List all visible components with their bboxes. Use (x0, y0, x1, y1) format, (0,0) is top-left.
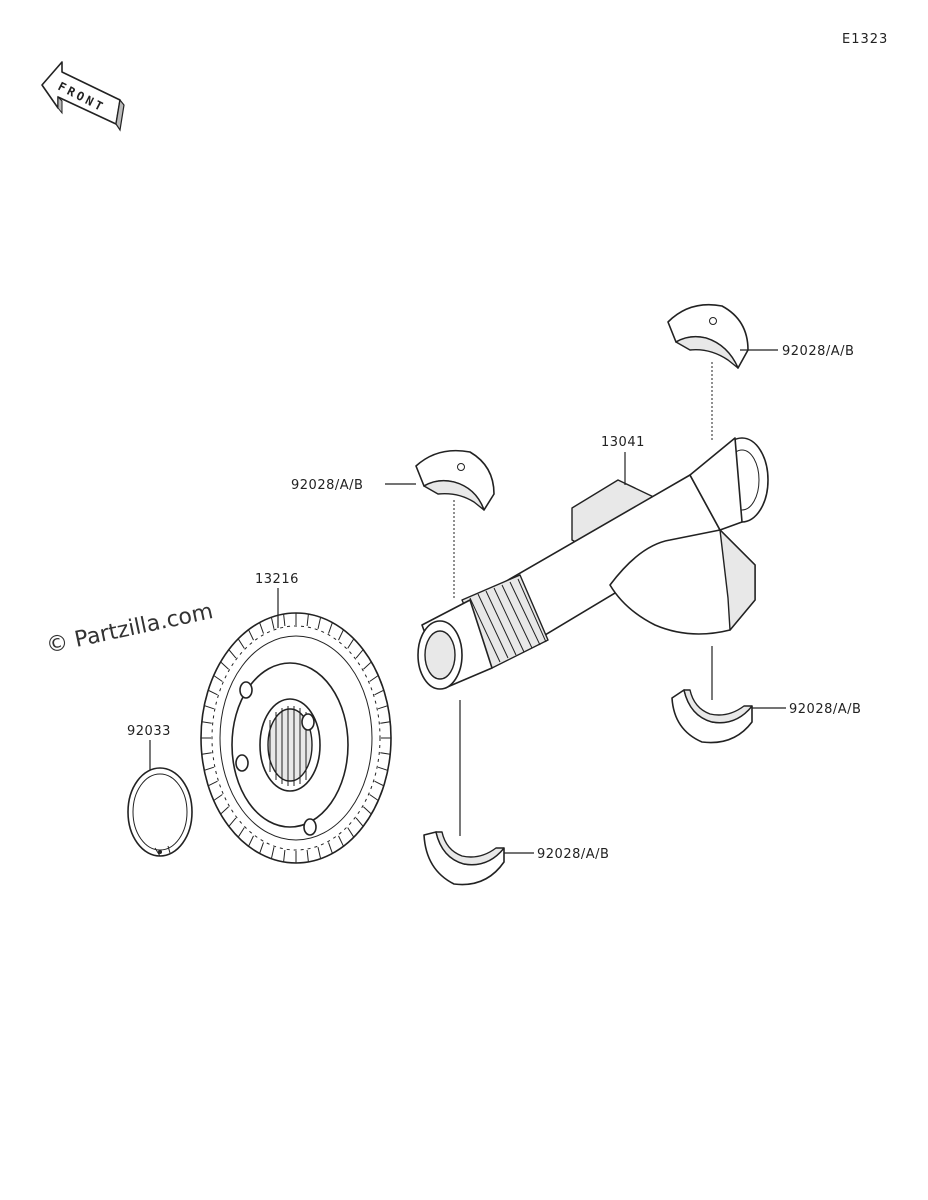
bearing-half-right (671, 689, 753, 744)
gear-tooth (380, 721, 392, 730)
gear-tooth (337, 835, 345, 851)
balancer-gear-13216 (200, 612, 392, 864)
part-number-bearing-top: 92028/A/B (782, 344, 854, 359)
gear-tooth (258, 619, 266, 634)
gear-tooth (317, 616, 327, 630)
gear-tooth (326, 842, 334, 857)
gear-tooth (355, 817, 364, 833)
gear-tooth (237, 633, 245, 649)
gear-tooth (201, 713, 212, 724)
circlip-92033 (127, 767, 193, 857)
gear-tooth (374, 689, 387, 698)
gear-tooth (289, 851, 297, 864)
gear-tooth (270, 614, 278, 630)
gear-tooth (355, 648, 368, 659)
gear-teeth (200, 612, 392, 864)
part-number-13041: 13041 (601, 435, 645, 450)
gear-tooth (374, 780, 385, 794)
gear-tooth (363, 661, 376, 670)
gear-tooth (338, 628, 350, 641)
gear-tooth (295, 612, 303, 625)
bearing-half-top (667, 303, 749, 369)
gear-tooth (228, 643, 237, 659)
balancer-shaft-13041 (417, 437, 769, 690)
gear-tooth (200, 729, 211, 739)
gear-tooth (347, 637, 359, 649)
gear-tooth (265, 846, 275, 860)
gear-tooth (253, 842, 264, 855)
gear-tooth (213, 668, 223, 682)
gear-tooth (328, 621, 339, 634)
gear-tooth (200, 746, 212, 755)
gear-tooth (207, 682, 218, 696)
gear-tooth (283, 612, 290, 627)
gear-tooth (233, 827, 245, 839)
watermark: © Partzilla.com (44, 599, 215, 659)
gear-tooth (219, 655, 229, 670)
part-number-13216: 13216 (255, 572, 299, 587)
gear-tooth (363, 806, 373, 821)
hub-splines (269, 706, 307, 786)
bearing-half-bottom (423, 831, 505, 886)
part-number-bearing-right: 92028/A/B (789, 702, 861, 717)
gear-tooth (216, 806, 229, 815)
gear-tooth (314, 846, 322, 862)
gear-tooth (205, 778, 218, 787)
gear-tooth (247, 625, 255, 641)
gear-tooth (203, 697, 215, 710)
gear-tooth (347, 827, 355, 843)
gear-tooth (381, 737, 392, 747)
front-arrow-icon (41, 61, 125, 132)
gear-tooth (377, 704, 390, 714)
gear-tooth (369, 794, 379, 808)
gear-tooth (242, 835, 254, 848)
gear-tooth (377, 766, 389, 779)
gear-tooth (210, 793, 223, 802)
gear-tooth (277, 849, 286, 863)
diagram-code: E1323 (842, 32, 888, 47)
gear-tooth (369, 674, 382, 683)
part-number-bearing-bottom: 92028/A/B (537, 847, 609, 862)
gear-tooth (224, 817, 237, 828)
gear-tooth (380, 752, 391, 763)
part-number-bearing-left: 92028/A/B (291, 478, 363, 493)
gear-tooth (202, 762, 215, 772)
bearing-half-left (415, 449, 495, 511)
part-number-92033: 92033 (127, 724, 171, 739)
gear-tooth (302, 849, 309, 864)
gear-tooth (306, 613, 315, 627)
